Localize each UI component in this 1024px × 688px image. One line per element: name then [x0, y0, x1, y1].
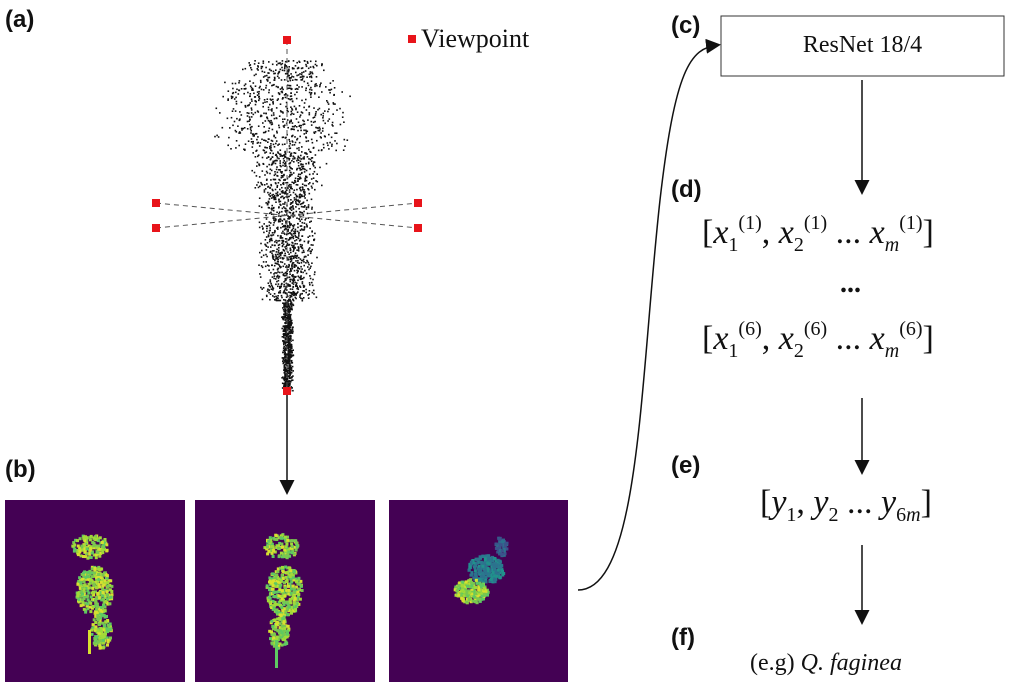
tree-point-cloud	[214, 60, 351, 392]
viewpoint-right-1	[414, 199, 422, 207]
output-class: (e.g) Q. faginea	[750, 650, 902, 676]
view-axis-diagonal-2	[155, 202, 419, 229]
label-c: (c)	[671, 12, 701, 39]
viewpoint-left-1	[152, 199, 160, 207]
label-a: (a)	[5, 6, 35, 33]
resnet-label: ResNet 18/4	[802, 32, 923, 58]
feature-vector-view-1: [x1(1), x2(1) ... xm(1)]	[702, 212, 934, 256]
viewpoint-bottom	[283, 387, 291, 395]
feature-ellipsis: ...	[840, 268, 861, 299]
view-axis-diagonal-1	[155, 202, 419, 229]
viewpoint-right-2	[414, 224, 422, 232]
viewpoint-left-2	[152, 224, 160, 232]
label-f: (f)	[671, 624, 695, 651]
feature-vector-view-6: [x1(6), x2(6) ... xm(6)]	[702, 318, 934, 362]
concatenated-vector: [y1, y2 ... y6m]	[760, 484, 932, 526]
viewpoints	[152, 35, 422, 395]
viewpoint-legend-icon	[408, 35, 416, 43]
resnet-box	[720, 15, 1005, 77]
label-d: (d)	[671, 176, 702, 203]
legend-viewpoint: Viewpoint	[421, 24, 530, 53]
label-e: (e)	[671, 452, 701, 479]
projection-trees	[71, 533, 509, 668]
viewpoint-top	[283, 36, 291, 44]
arrow-to-resnet	[577, 38, 721, 591]
label-b: (b)	[5, 456, 36, 483]
